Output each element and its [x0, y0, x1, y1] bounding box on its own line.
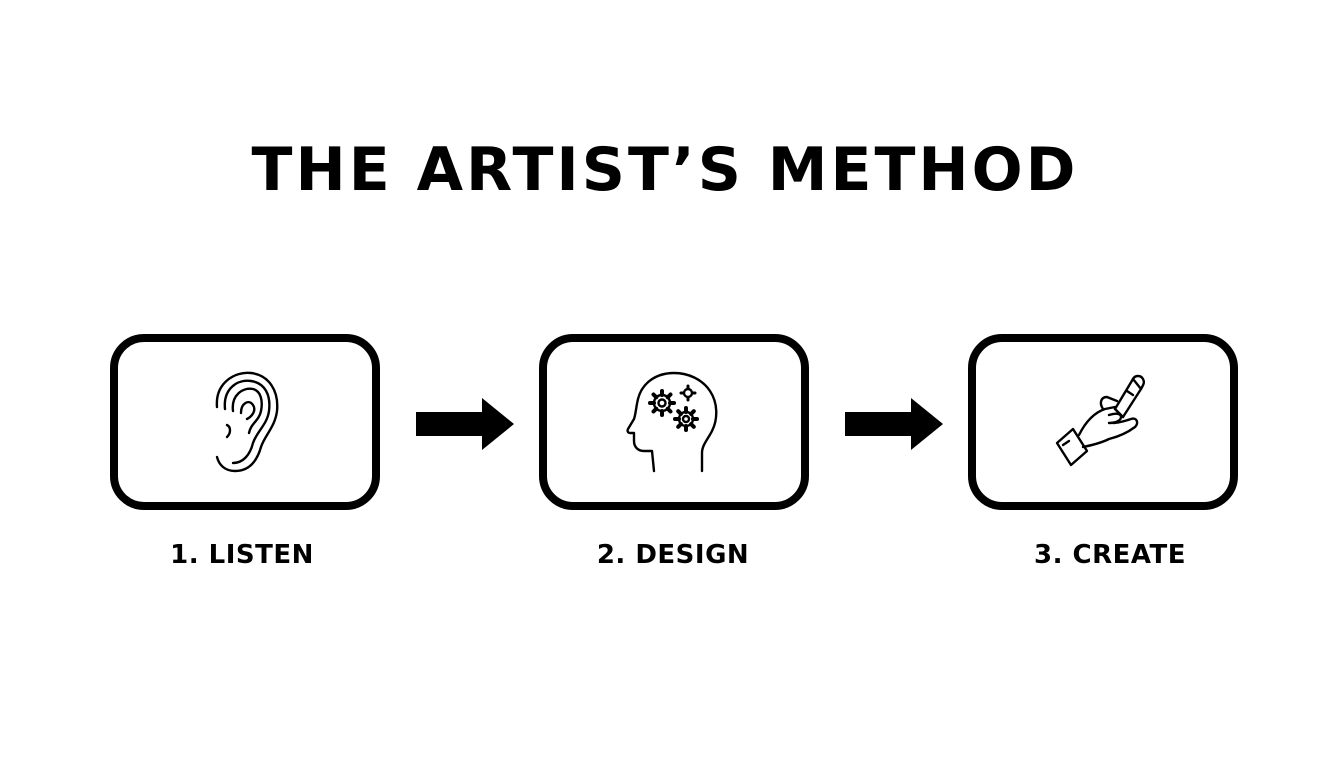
arrow-right-icon	[845, 398, 943, 450]
step-box-design	[539, 334, 809, 510]
step-box-listen	[110, 334, 380, 510]
step-box-create	[968, 334, 1238, 510]
diagram-title: THE ARTIST’S METHOD	[251, 135, 1079, 205]
step-label-listen: 1. LISTEN	[170, 540, 314, 570]
arrow-right-icon	[416, 398, 514, 450]
step-label-design: 2. DESIGN	[596, 540, 750, 570]
ear-icon	[215, 371, 279, 473]
step-label-create: 3. CREATE	[1034, 540, 1186, 570]
hand-brush-icon	[1055, 374, 1146, 467]
head-gears-icon	[626, 371, 718, 473]
